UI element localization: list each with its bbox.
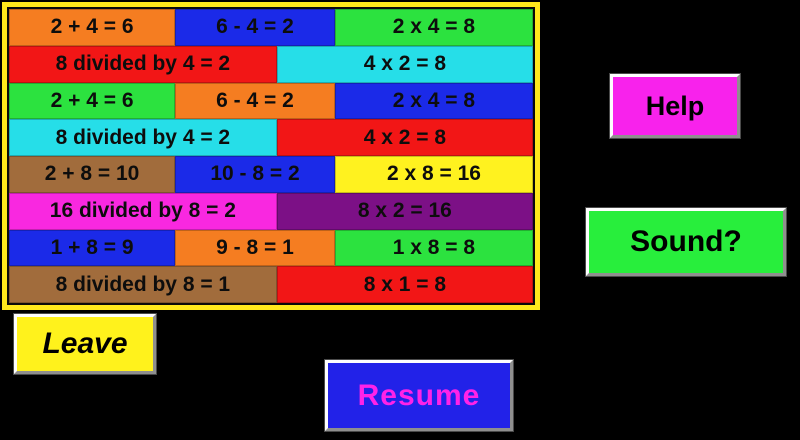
- equation-cell[interactable]: 6 - 4 = 2: [175, 82, 335, 120]
- resume-button[interactable]: Resume: [325, 360, 513, 431]
- equation-cell[interactable]: 16 divided by 8 = 2: [9, 192, 277, 230]
- equation-cell[interactable]: 2 x 8 = 16: [334, 156, 533, 193]
- equation-row: 2 + 8 = 10 10 - 8 = 2 2 x 8 = 16: [9, 156, 533, 193]
- equation-cell[interactable]: 8 divided by 8 = 1: [9, 266, 277, 303]
- equation-cell[interactable]: 8 divided by 4 = 2: [9, 119, 277, 156]
- equation-row: 8 divided by 4 = 2 4 x 2 = 8: [9, 45, 533, 83]
- equation-row: 2 + 4 = 6 6 - 4 = 2 2 x 4 = 8: [9, 82, 533, 120]
- equation-cell[interactable]: 10 - 8 = 2: [175, 156, 335, 193]
- equation-grid: 2 + 4 = 6 6 - 4 = 2 2 x 4 = 8 8 divided …: [7, 7, 535, 305]
- equation-cell[interactable]: 2 + 4 = 6: [9, 9, 176, 46]
- leave-button[interactable]: Leave: [14, 314, 156, 374]
- equation-cell[interactable]: 2 + 8 = 10: [9, 156, 176, 193]
- equation-cell[interactable]: 8 x 2 = 16: [276, 192, 533, 230]
- equation-cell[interactable]: 1 + 8 = 9: [9, 229, 176, 267]
- equation-row: 16 divided by 8 = 2 8 x 2 = 16: [9, 192, 533, 230]
- equation-cell[interactable]: 4 x 2 = 8: [276, 119, 533, 156]
- equation-row: 8 divided by 4 = 2 4 x 2 = 8: [9, 119, 533, 156]
- equation-row: 8 divided by 8 = 1 8 x 1 = 8: [9, 266, 533, 303]
- sound-toggle-button[interactable]: Sound?: [586, 208, 786, 276]
- equation-row: 2 + 4 = 6 6 - 4 = 2 2 x 4 = 8: [9, 9, 533, 46]
- help-button[interactable]: Help: [610, 74, 740, 138]
- equation-cell[interactable]: 2 + 4 = 6: [9, 82, 176, 120]
- equation-cell[interactable]: 8 divided by 4 = 2: [9, 45, 277, 83]
- equation-cell[interactable]: 2 x 4 = 8: [334, 9, 533, 46]
- equation-cell[interactable]: 6 - 4 = 2: [175, 9, 335, 46]
- equation-cell[interactable]: 9 - 8 = 1: [175, 229, 335, 267]
- equation-board: 2 + 4 = 6 6 - 4 = 2 2 x 4 = 8 8 divided …: [1, 1, 541, 311]
- equation-row: 1 + 8 = 9 9 - 8 = 1 1 x 8 = 8: [9, 229, 533, 267]
- equation-cell[interactable]: 1 x 8 = 8: [334, 229, 533, 267]
- equation-cell[interactable]: 4 x 2 = 8: [276, 45, 533, 83]
- equation-cell[interactable]: 8 x 1 = 8: [276, 266, 533, 303]
- equation-cell[interactable]: 2 x 4 = 8: [334, 82, 533, 120]
